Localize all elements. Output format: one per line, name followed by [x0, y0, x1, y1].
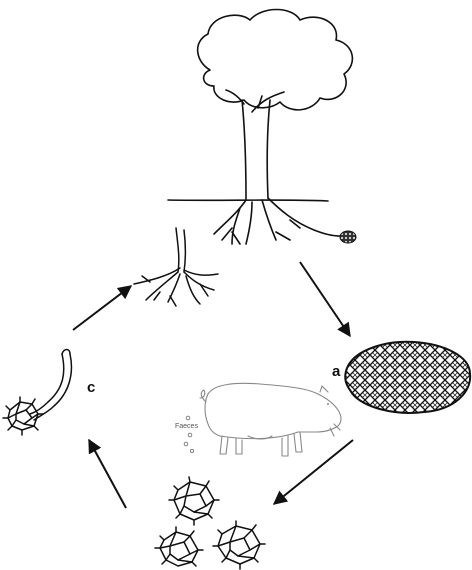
arrow-icon	[73, 262, 353, 508]
arrow-tree-to-truffle	[300, 262, 350, 336]
truffle-icon-small	[340, 231, 356, 243]
spore-icon	[155, 527, 203, 566]
arrow-truffle-to-spores	[274, 440, 353, 504]
truffle-icon	[345, 342, 470, 413]
faeces-dots	[184, 416, 193, 452]
arrow-spores-to-germination	[89, 440, 126, 508]
faeces-label: Faeces	[175, 423, 198, 430]
label-c: c	[87, 379, 95, 396]
tree-icon	[168, 10, 352, 245]
label-a: a	[332, 363, 341, 380]
pig-icon	[200, 383, 341, 456]
arrow-germination-to-root	[73, 286, 131, 330]
root-seedling-icon	[134, 228, 218, 306]
spore-icon	[169, 477, 219, 525]
germinating-spore-icon	[3, 350, 71, 436]
spore-icon	[213, 521, 265, 569]
